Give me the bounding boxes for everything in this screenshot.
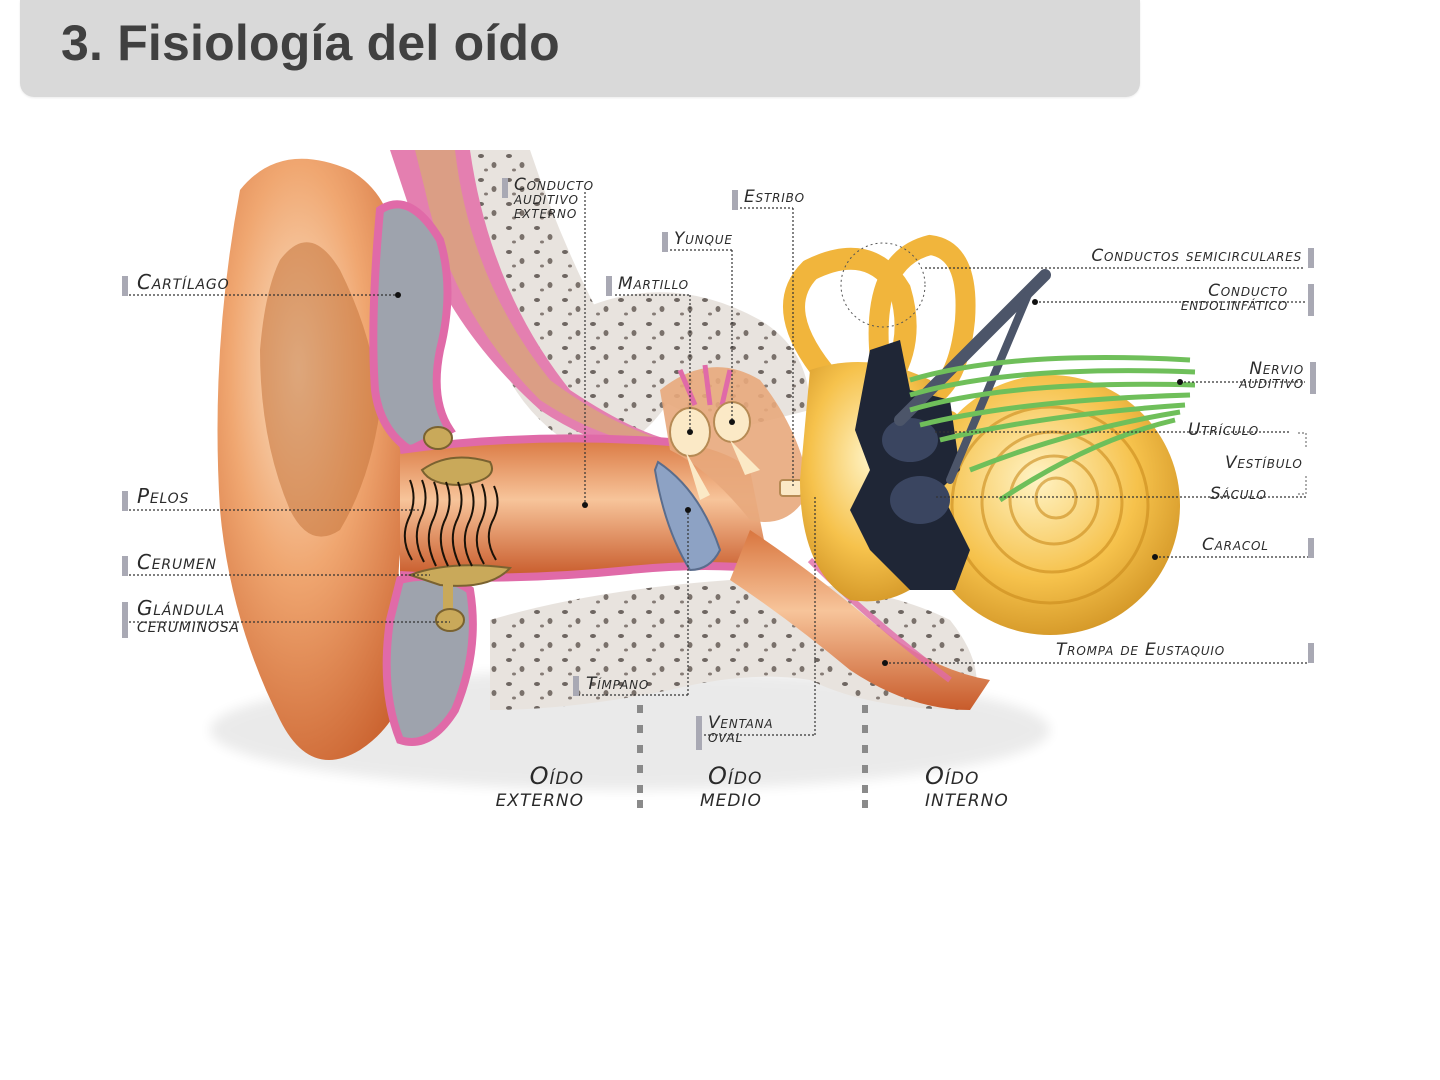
auditory-nerve [909, 355, 1196, 503]
label-cerumen: Cerumen [137, 550, 217, 574]
label-tick [122, 556, 128, 576]
label-tick [1308, 284, 1314, 316]
label-estribo: Estribo [744, 187, 805, 207]
label-tick [732, 190, 738, 210]
label-tick [573, 676, 579, 696]
region-separators [637, 705, 868, 808]
label-martillo: Martillo [618, 274, 689, 294]
label-trompa-de-eustaquio: Trompa de Eustaquio [1056, 640, 1225, 660]
label-glandula-ceruminosa: Glándula ceruminosa [137, 596, 240, 637]
label-tick [1308, 248, 1314, 268]
label-timpano: Tímpano [586, 674, 650, 694]
vestibule-bracket [1298, 432, 1307, 495]
label-utriculo: Utrículo [1188, 420, 1259, 440]
label-tick [662, 232, 668, 252]
label-saculo: Sáculo [1210, 484, 1267, 504]
eustachian-tube [730, 530, 990, 710]
ear-anatomy-diagram: Cartílago Pelos Cerumen Glándula cerumin… [110, 150, 1350, 830]
label-pelos: Pelos [137, 484, 190, 508]
label-cartilago: Cartílago [137, 270, 230, 294]
hairs [403, 479, 499, 567]
label-tick [606, 276, 612, 296]
label-tick [122, 602, 128, 638]
region-oido-interno: Oído interno [925, 762, 1009, 812]
label-vestibulo: Vestíbulo [1225, 453, 1303, 473]
slide-title: 3. Fisiología del oído [61, 15, 560, 71]
label-tick [1310, 362, 1316, 394]
label-conducto-auditivo-externo: Conducto auditivo externo [514, 175, 594, 223]
label-caracol: Caracol [1202, 535, 1269, 555]
tympanic-membrane [653, 460, 722, 572]
label-yunque: Yunque [674, 229, 733, 249]
label-ventana-oval: Ventana oval [708, 713, 774, 747]
region-oido-medio: Oído medio [700, 762, 763, 812]
label-tick [502, 178, 508, 198]
leader-lines [125, 192, 1308, 736]
label-tick [696, 716, 702, 750]
label-tick [1308, 538, 1314, 558]
title-bar: 3. Fisiología del oído [20, 0, 1140, 97]
region-oido-externo: Oído externo [495, 762, 584, 812]
stapes [779, 479, 803, 497]
label-conductos-semicirculares: Conductos semicirculares [1091, 246, 1302, 266]
label-tick [122, 276, 128, 296]
label-tick [122, 491, 128, 511]
label-tick [1308, 643, 1314, 663]
ear-illustration [125, 150, 1308, 808]
label-nervio-auditivo: Nervio auditivo [1239, 359, 1304, 393]
label-conducto-endolinfatico: Conducto endolinfático [1180, 281, 1288, 315]
